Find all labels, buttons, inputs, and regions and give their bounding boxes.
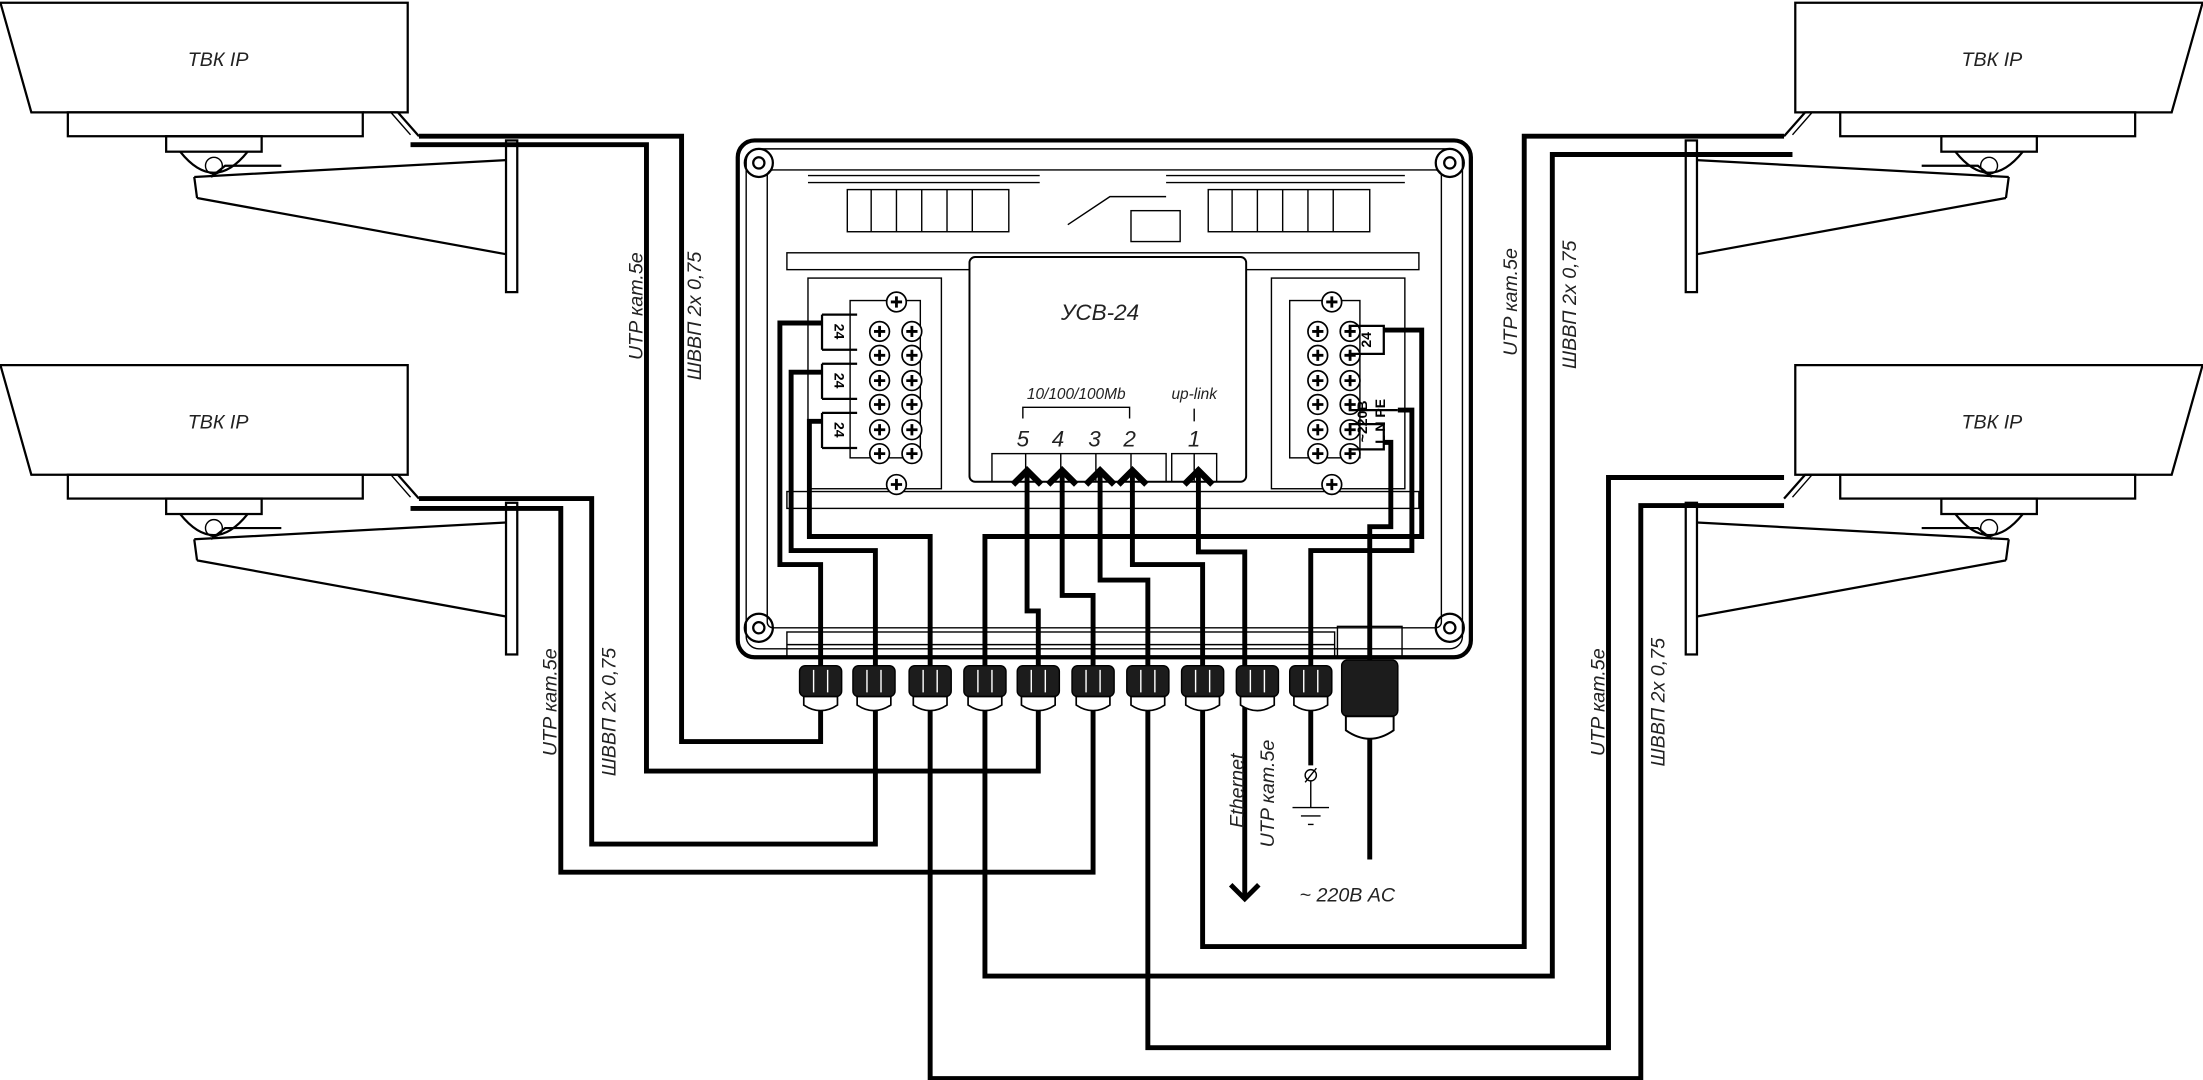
power-cable-label: ШВВП 2x 0,75 <box>1648 638 1670 767</box>
left-terminal-block: 24 24 24 <box>807 277 943 496</box>
camera-label: ТВК IP <box>1962 411 2023 433</box>
terminal-220v-label: ~220В <box>1354 400 1370 442</box>
camera-top-right <box>1684 1 2203 294</box>
ethernet-cable-label: UTP кат.5е <box>1257 740 1279 848</box>
port-number: 4 <box>1052 427 1065 452</box>
cable-wires <box>410 133 1793 1080</box>
port-number: 2 <box>1122 427 1136 452</box>
terminal-lnpe-label: L N PE <box>1372 399 1388 444</box>
cable-gland <box>1016 664 1061 712</box>
top-terminal-strip <box>807 174 1405 243</box>
uplink-label: up-link <box>1171 386 1218 403</box>
camera-bottom-right <box>1684 364 2203 656</box>
camera-top-left <box>0 1 519 294</box>
port-arrow-icon <box>1010 466 1215 487</box>
ports-group-label: 10/100/100Mb <box>1027 386 1126 403</box>
cable-gland <box>852 664 896 712</box>
terminal-24-label: 24 <box>832 373 848 389</box>
power-cable-label: ШВВП 2х 0,75 <box>599 648 621 777</box>
power-cable-label: ШВВП 2х 0,75 <box>684 252 706 381</box>
cable-gland <box>1126 664 1170 712</box>
cable-gland <box>908 664 952 712</box>
terminal-24-label: 24 <box>832 422 848 438</box>
ethernet-ports <box>991 452 1167 483</box>
cable-gland <box>1288 664 1333 712</box>
corner-screw-icon <box>743 147 1465 643</box>
utp-cable-label: UTP кат.5е <box>1587 648 1609 756</box>
usv-24-module: УСВ-24 10/100/100Mb up-link 5 4 3 2 1 <box>968 256 1248 483</box>
cable-labels: UTP кат.5е ШВВП 2х 0,75 UTP кат.5е ШВВП … <box>540 240 1670 906</box>
power-cable-label: ШВВП 2x 0,75 <box>1559 240 1581 369</box>
cable-gland <box>963 664 1007 712</box>
port-number: 3 <box>1088 427 1101 452</box>
cable-gland <box>1180 664 1225 712</box>
camera-label: ТВК IP <box>188 411 249 433</box>
ethernet-label: Ethernet <box>1226 752 1248 828</box>
mains-label: ~ 220В AC <box>1300 885 1396 907</box>
right-terminal-block: 24 ~220В L N PE <box>1270 277 1406 496</box>
utp-cable-label: UTP кат.5е <box>1500 248 1522 356</box>
camera-label: ТВК IP <box>188 49 249 71</box>
cable-gland <box>1235 664 1280 712</box>
utp-cable-label: UTP кат.5е <box>625 252 647 360</box>
ground-icon <box>1292 767 1330 826</box>
cable-gland <box>798 664 843 712</box>
port-number: 5 <box>1017 427 1030 452</box>
terminal-24-label: 24 <box>832 324 848 340</box>
cable-gland <box>1071 664 1115 712</box>
camera-label: ТВК IP <box>1962 49 2023 71</box>
terminal-24-label: 24 <box>1358 332 1374 348</box>
power-gland <box>1340 659 1399 717</box>
port-number: 1 <box>1188 427 1201 452</box>
utp-cable-label: UTP кат.5е <box>540 648 562 756</box>
module-title: УСВ-24 <box>1060 300 1139 325</box>
cable-glands <box>786 625 1403 740</box>
